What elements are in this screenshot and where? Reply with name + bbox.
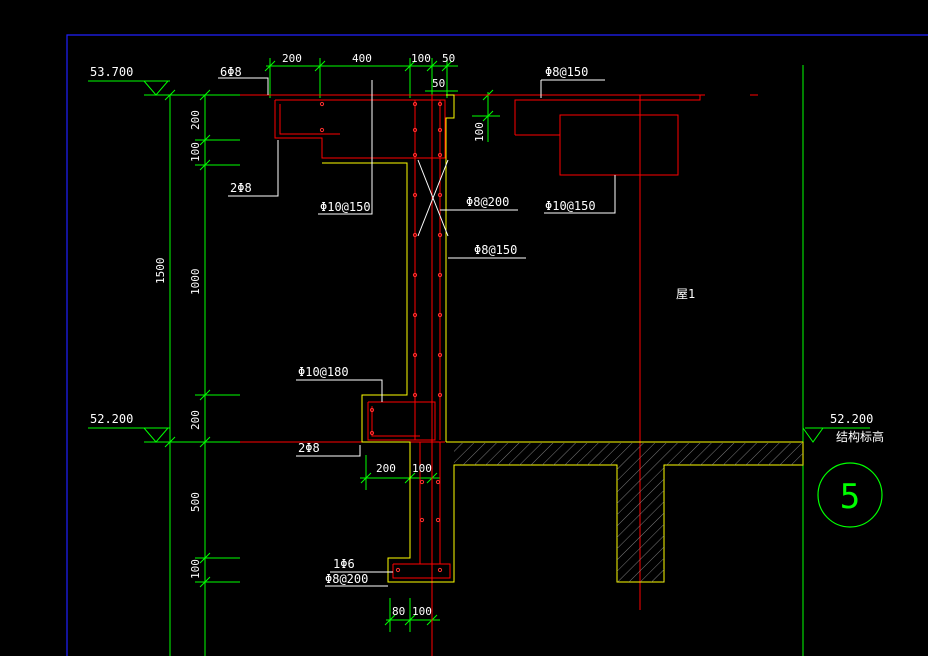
dim-bottom-b: 100 [412, 462, 432, 475]
detail-number: 5 [840, 477, 860, 517]
dim-top-3: 100 [411, 52, 431, 65]
elevation-mid-left: 52.200 [90, 412, 133, 426]
detail-number-circle [817, 462, 883, 528]
rebar-bottom-stirrup: Φ8@200 [325, 572, 368, 586]
elevation-marks [88, 80, 870, 443]
rebar-bottom-bar: 1Φ6 [333, 557, 355, 571]
elevation-top: 53.700 [90, 65, 133, 79]
rebar-corner-bars: 2Φ8 [230, 181, 252, 195]
hatched-slab [446, 443, 803, 582]
dim-top-5: 50 [432, 77, 445, 90]
dim-left-d: 200 [189, 410, 202, 430]
dim-total-height: 1500 [154, 258, 167, 285]
structural-elevation-note: 结构标高 [836, 429, 884, 444]
rebar-lower-bars: 2Φ8 [298, 441, 320, 455]
dim-top-2: 400 [352, 52, 372, 65]
dim-left-e: 500 [189, 492, 202, 512]
dim-top-1: 200 [282, 52, 302, 65]
labels: 53.700 52.200 52.200 结构标高 200 400 100 50… [90, 52, 884, 618]
rebar-diag-bar: Φ8@200 [466, 195, 509, 209]
elevation-mid-right: 52.200 [830, 412, 873, 426]
rebar-wall-bar: Φ8@150 [474, 243, 517, 257]
drawing-frame [66, 34, 928, 656]
leader-lines [218, 77, 616, 587]
dim-left-f: 100 [189, 559, 202, 579]
dim-bottom-c: 80 [392, 605, 405, 618]
rebar-lower-stirrup: Φ10@180 [298, 365, 349, 379]
rebar-slab-stirrup: Φ10@150 [545, 199, 596, 213]
dim-slab: 100 [473, 122, 486, 142]
rebar-top-bars: 6Φ8 [220, 65, 242, 79]
dim-top-4: 50 [442, 52, 455, 65]
rebar-dots [319, 101, 443, 573]
dim-left-a: 200 [189, 110, 202, 130]
dim-bottom-a: 200 [376, 462, 396, 475]
dim-left-b: 100 [189, 142, 202, 162]
rebar-slab-top: Φ8@150 [545, 65, 588, 79]
dim-bottom-d: 100 [412, 605, 432, 618]
dim-left-c: 1000 [189, 269, 202, 296]
dimension-lines [164, 58, 804, 656]
room-label: 屋1 [676, 287, 695, 301]
rebar-stirrup-main: Φ10@150 [320, 200, 371, 214]
